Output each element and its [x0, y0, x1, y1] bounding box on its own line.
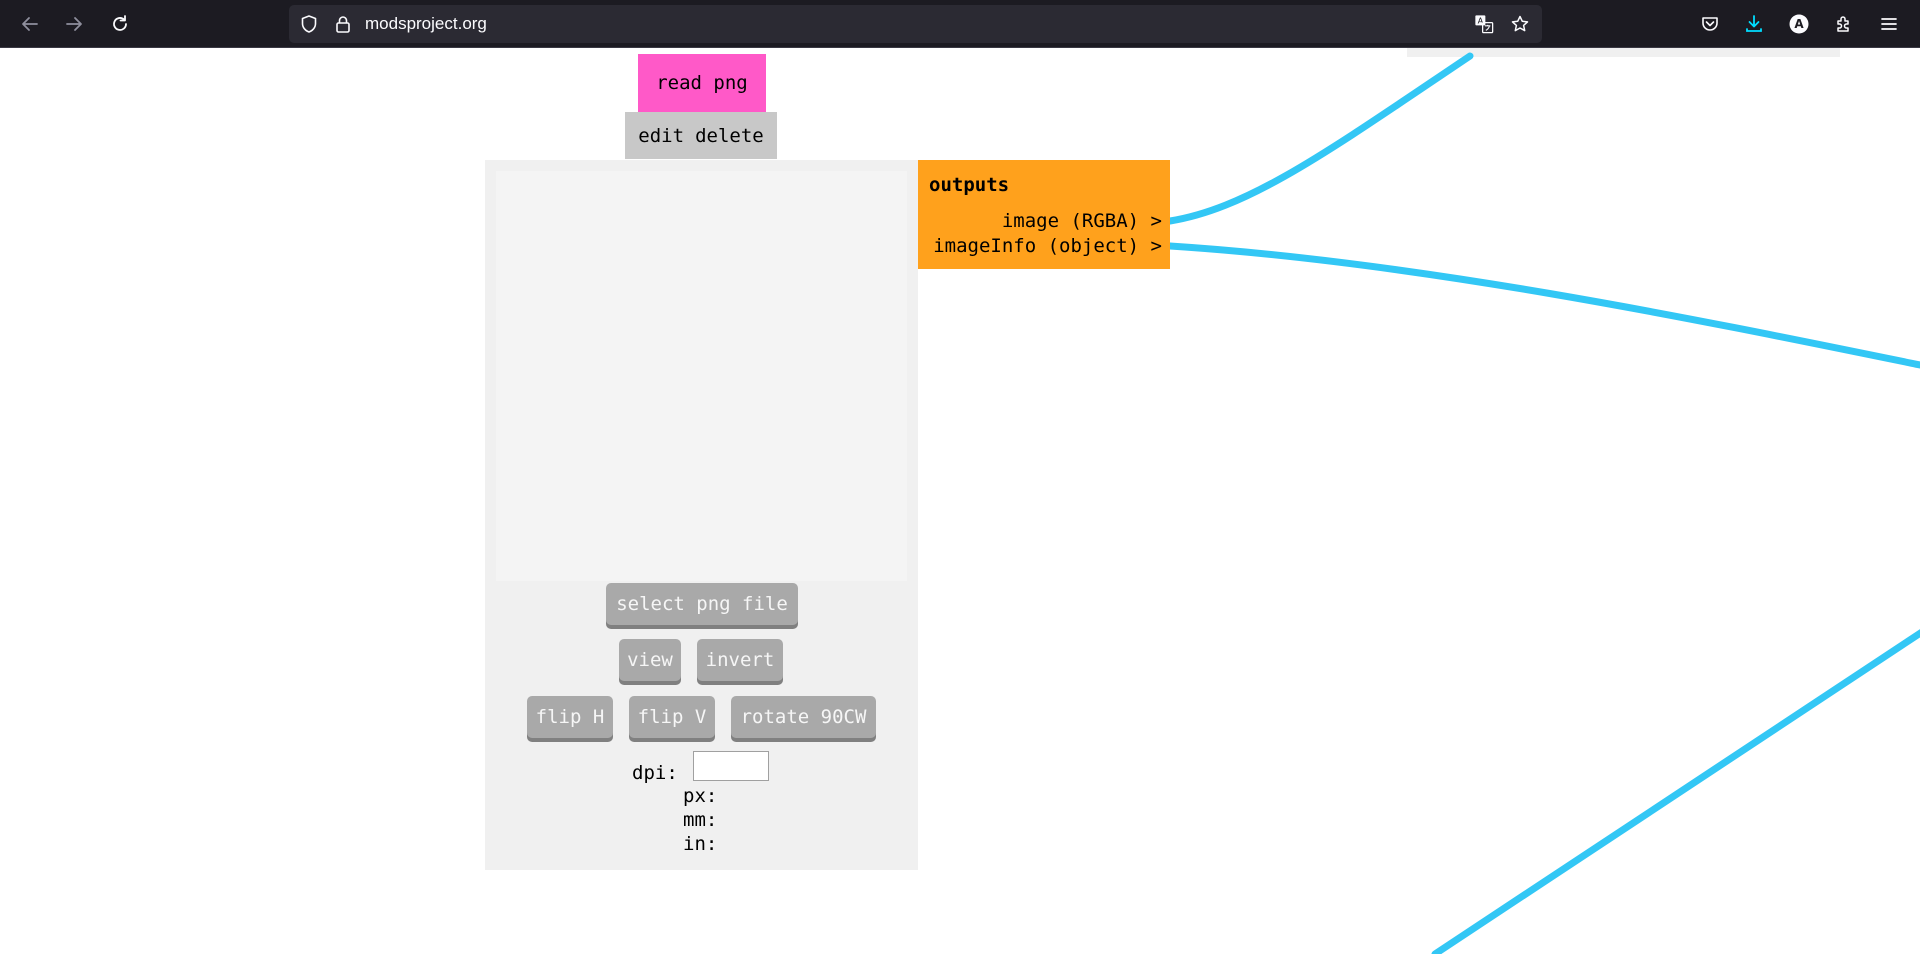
- back-arrow-icon: [22, 17, 38, 31]
- output-port-image[interactable]: image (RGBA) >: [1001, 210, 1162, 232]
- mm-label: mm:: [683, 809, 718, 831]
- rotate-90cw-button[interactable]: rotate 90CW: [731, 696, 876, 738]
- svg-text:A: A: [1478, 16, 1484, 26]
- module-body: select png file view invert flip H flip …: [485, 160, 918, 870]
- offscreen-module-panel: [1407, 48, 1840, 57]
- forward-button[interactable]: [58, 8, 90, 40]
- browser-toolbar: modsproject.org A A: [0, 0, 1920, 48]
- account-icon[interactable]: A: [1786, 11, 1812, 37]
- address-bar[interactable]: modsproject.org A: [289, 5, 1542, 43]
- image-preview: [496, 171, 907, 581]
- forward-arrow-icon: [66, 17, 82, 31]
- outputs-heading: outputs: [929, 174, 1010, 196]
- outputs-panel: outputs image (RGBA) > imageInfo (object…: [918, 160, 1170, 269]
- reload-icon: [113, 15, 127, 31]
- edit-button[interactable]: edit: [638, 124, 685, 147]
- puzzle-icon[interactable]: [1831, 11, 1857, 37]
- account-initial: A: [1794, 17, 1804, 31]
- px-label: px:: [683, 785, 718, 807]
- download-icon[interactable]: [1741, 11, 1767, 37]
- dpi-label: dpi:: [632, 762, 678, 784]
- hamburger-menu-icon[interactable]: [1876, 11, 1902, 37]
- lock-icon[interactable]: [333, 14, 353, 34]
- flip-h-button[interactable]: flip H: [527, 696, 613, 738]
- delete-button[interactable]: delete: [695, 124, 764, 147]
- invert-button[interactable]: invert: [697, 639, 783, 681]
- url-text[interactable]: modsproject.org: [365, 14, 487, 33]
- pocket-icon[interactable]: [1697, 11, 1723, 37]
- star-icon[interactable]: [1510, 14, 1530, 34]
- dpi-input[interactable]: [693, 751, 769, 781]
- translate-icon[interactable]: A: [1474, 14, 1494, 34]
- shield-icon[interactable]: [299, 14, 319, 34]
- output-port-imageinfo[interactable]: imageInfo (object) >: [933, 235, 1162, 257]
- reload-button[interactable]: [104, 8, 136, 40]
- in-label: in:: [683, 833, 718, 855]
- back-button[interactable]: [14, 8, 46, 40]
- module-edit-bar: edit delete: [625, 112, 777, 159]
- view-button[interactable]: view: [619, 639, 681, 681]
- flip-v-button[interactable]: flip V: [629, 696, 715, 738]
- select-png-file-button[interactable]: select png file: [606, 583, 798, 625]
- module-title[interactable]: read png: [638, 54, 766, 112]
